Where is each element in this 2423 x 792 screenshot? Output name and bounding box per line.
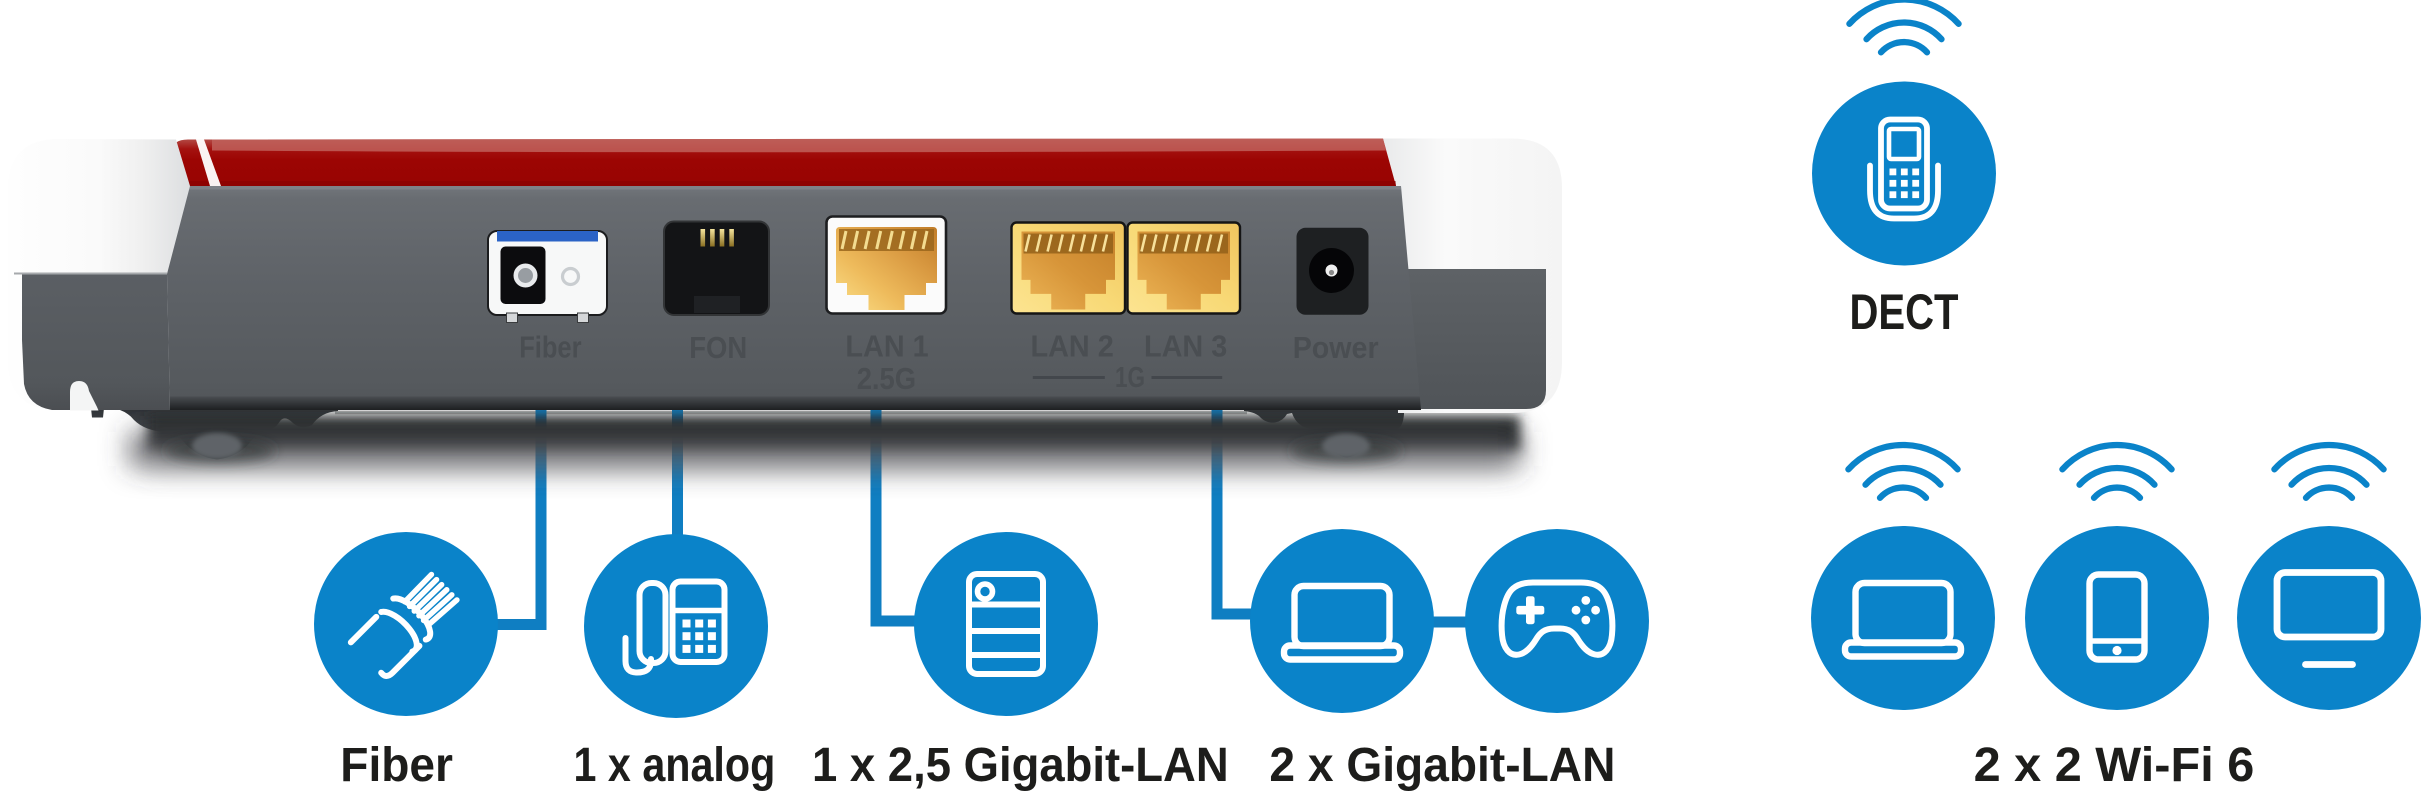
svg-text:1 x 2,5 Gigabit-LAN: 1 x 2,5 Gigabit-LAN bbox=[812, 739, 1229, 792]
svg-text:Fiber: Fiber bbox=[340, 739, 453, 792]
svg-text:LAN 2: LAN 2 bbox=[1031, 329, 1114, 364]
svg-text:LAN 1: LAN 1 bbox=[845, 329, 928, 364]
svg-text:1G: 1G bbox=[1115, 362, 1145, 394]
svg-text:Power: Power bbox=[1293, 330, 1379, 365]
svg-text:2.5G: 2.5G bbox=[857, 361, 916, 396]
svg-text:2 x 2 Wi-Fi 6: 2 x 2 Wi-Fi 6 bbox=[1974, 739, 2255, 792]
svg-text:1 x analog: 1 x analog bbox=[574, 739, 776, 792]
svg-text:Fiber: Fiber bbox=[519, 330, 581, 365]
svg-text:2 x Gigabit-LAN: 2 x Gigabit-LAN bbox=[1269, 739, 1615, 792]
svg-text:LAN 3: LAN 3 bbox=[1144, 329, 1227, 364]
svg-text:FON: FON bbox=[689, 330, 747, 365]
svg-text:DECT: DECT bbox=[1850, 284, 1959, 340]
